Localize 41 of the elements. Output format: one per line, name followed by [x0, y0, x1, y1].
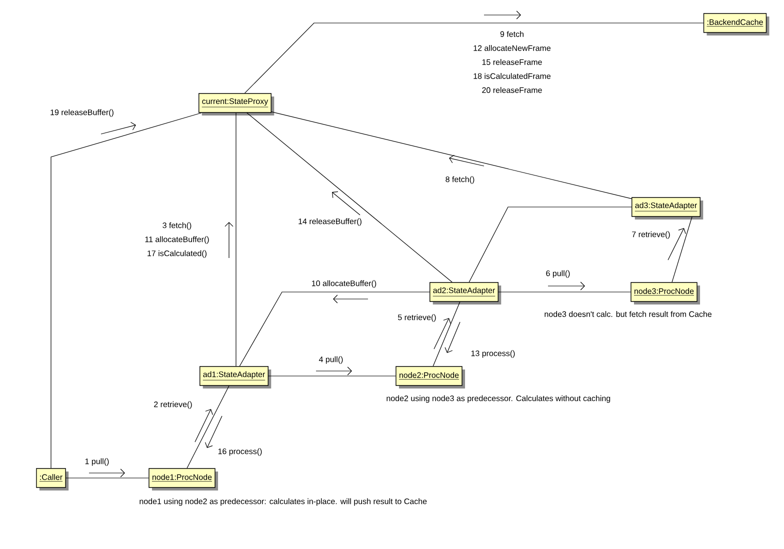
object-box: current:StateProxy	[198, 93, 274, 116]
message-label: 18 isCalculatedFrame	[474, 73, 551, 79]
message-label: 17 isCalculated()	[148, 250, 206, 258]
object-box: ad2:StateAdapter	[430, 282, 502, 304]
link-line	[271, 112, 632, 199]
message-label: 4 pull()	[318, 356, 343, 364]
message-label: 3 fetch()	[162, 222, 192, 230]
object-box: :BackendCache	[703, 13, 770, 36]
object-box: ad3:StateAdapter	[632, 197, 704, 220]
link-line	[50, 112, 202, 468]
note-text: node3 doesn't calc. but fetch result from Cache	[544, 311, 712, 317]
object-box: node3:ProcNode	[630, 282, 700, 304]
link-line	[246, 112, 452, 282]
message-label: 5 retrieve()	[398, 314, 436, 322]
message-label: 14 releaseBuffer()	[298, 218, 362, 226]
message-label: 9 fetch	[500, 31, 524, 37]
link-line	[468, 206, 632, 282]
message-label: 8 fetch()	[446, 176, 474, 184]
message-label: 12 allocateNewFrame	[474, 45, 551, 51]
link-line	[672, 216, 692, 282]
link-line	[239, 292, 430, 366]
object-box: :Caller	[36, 468, 69, 490]
message-label: 1 pull()	[85, 458, 109, 466]
note-text: node1 using node2 as predecessor: calculates in-place. will push result to Cache	[140, 498, 427, 506]
message-label: 7 retrieve()	[632, 231, 670, 239]
object-box: node2:ProcNode	[396, 366, 466, 388]
message-label: 15 releaseFrame	[482, 59, 542, 65]
message-label: 11 allocateBuffer()	[145, 236, 209, 244]
message-label: 6 pull()	[546, 270, 570, 278]
message-label: 20 releaseFrame	[482, 87, 542, 93]
message-label: 2 retrieve()	[154, 401, 192, 409]
link-line	[186, 386, 230, 468]
object-box: ad1:StateAdapter	[200, 366, 272, 388]
link-line	[432, 302, 460, 366]
message-label: 19 releaseBuffer()	[50, 109, 114, 117]
note-text: node2 using node3 as predecessor. Calculates without caching	[386, 395, 610, 403]
message-label: 10 allocateBuffer()	[312, 280, 376, 288]
message-label: 16 process()	[218, 448, 262, 456]
link-line	[244, 22, 704, 94]
message-label: 13 process()	[471, 350, 515, 358]
object-box: node1:ProcNode	[148, 468, 218, 490]
